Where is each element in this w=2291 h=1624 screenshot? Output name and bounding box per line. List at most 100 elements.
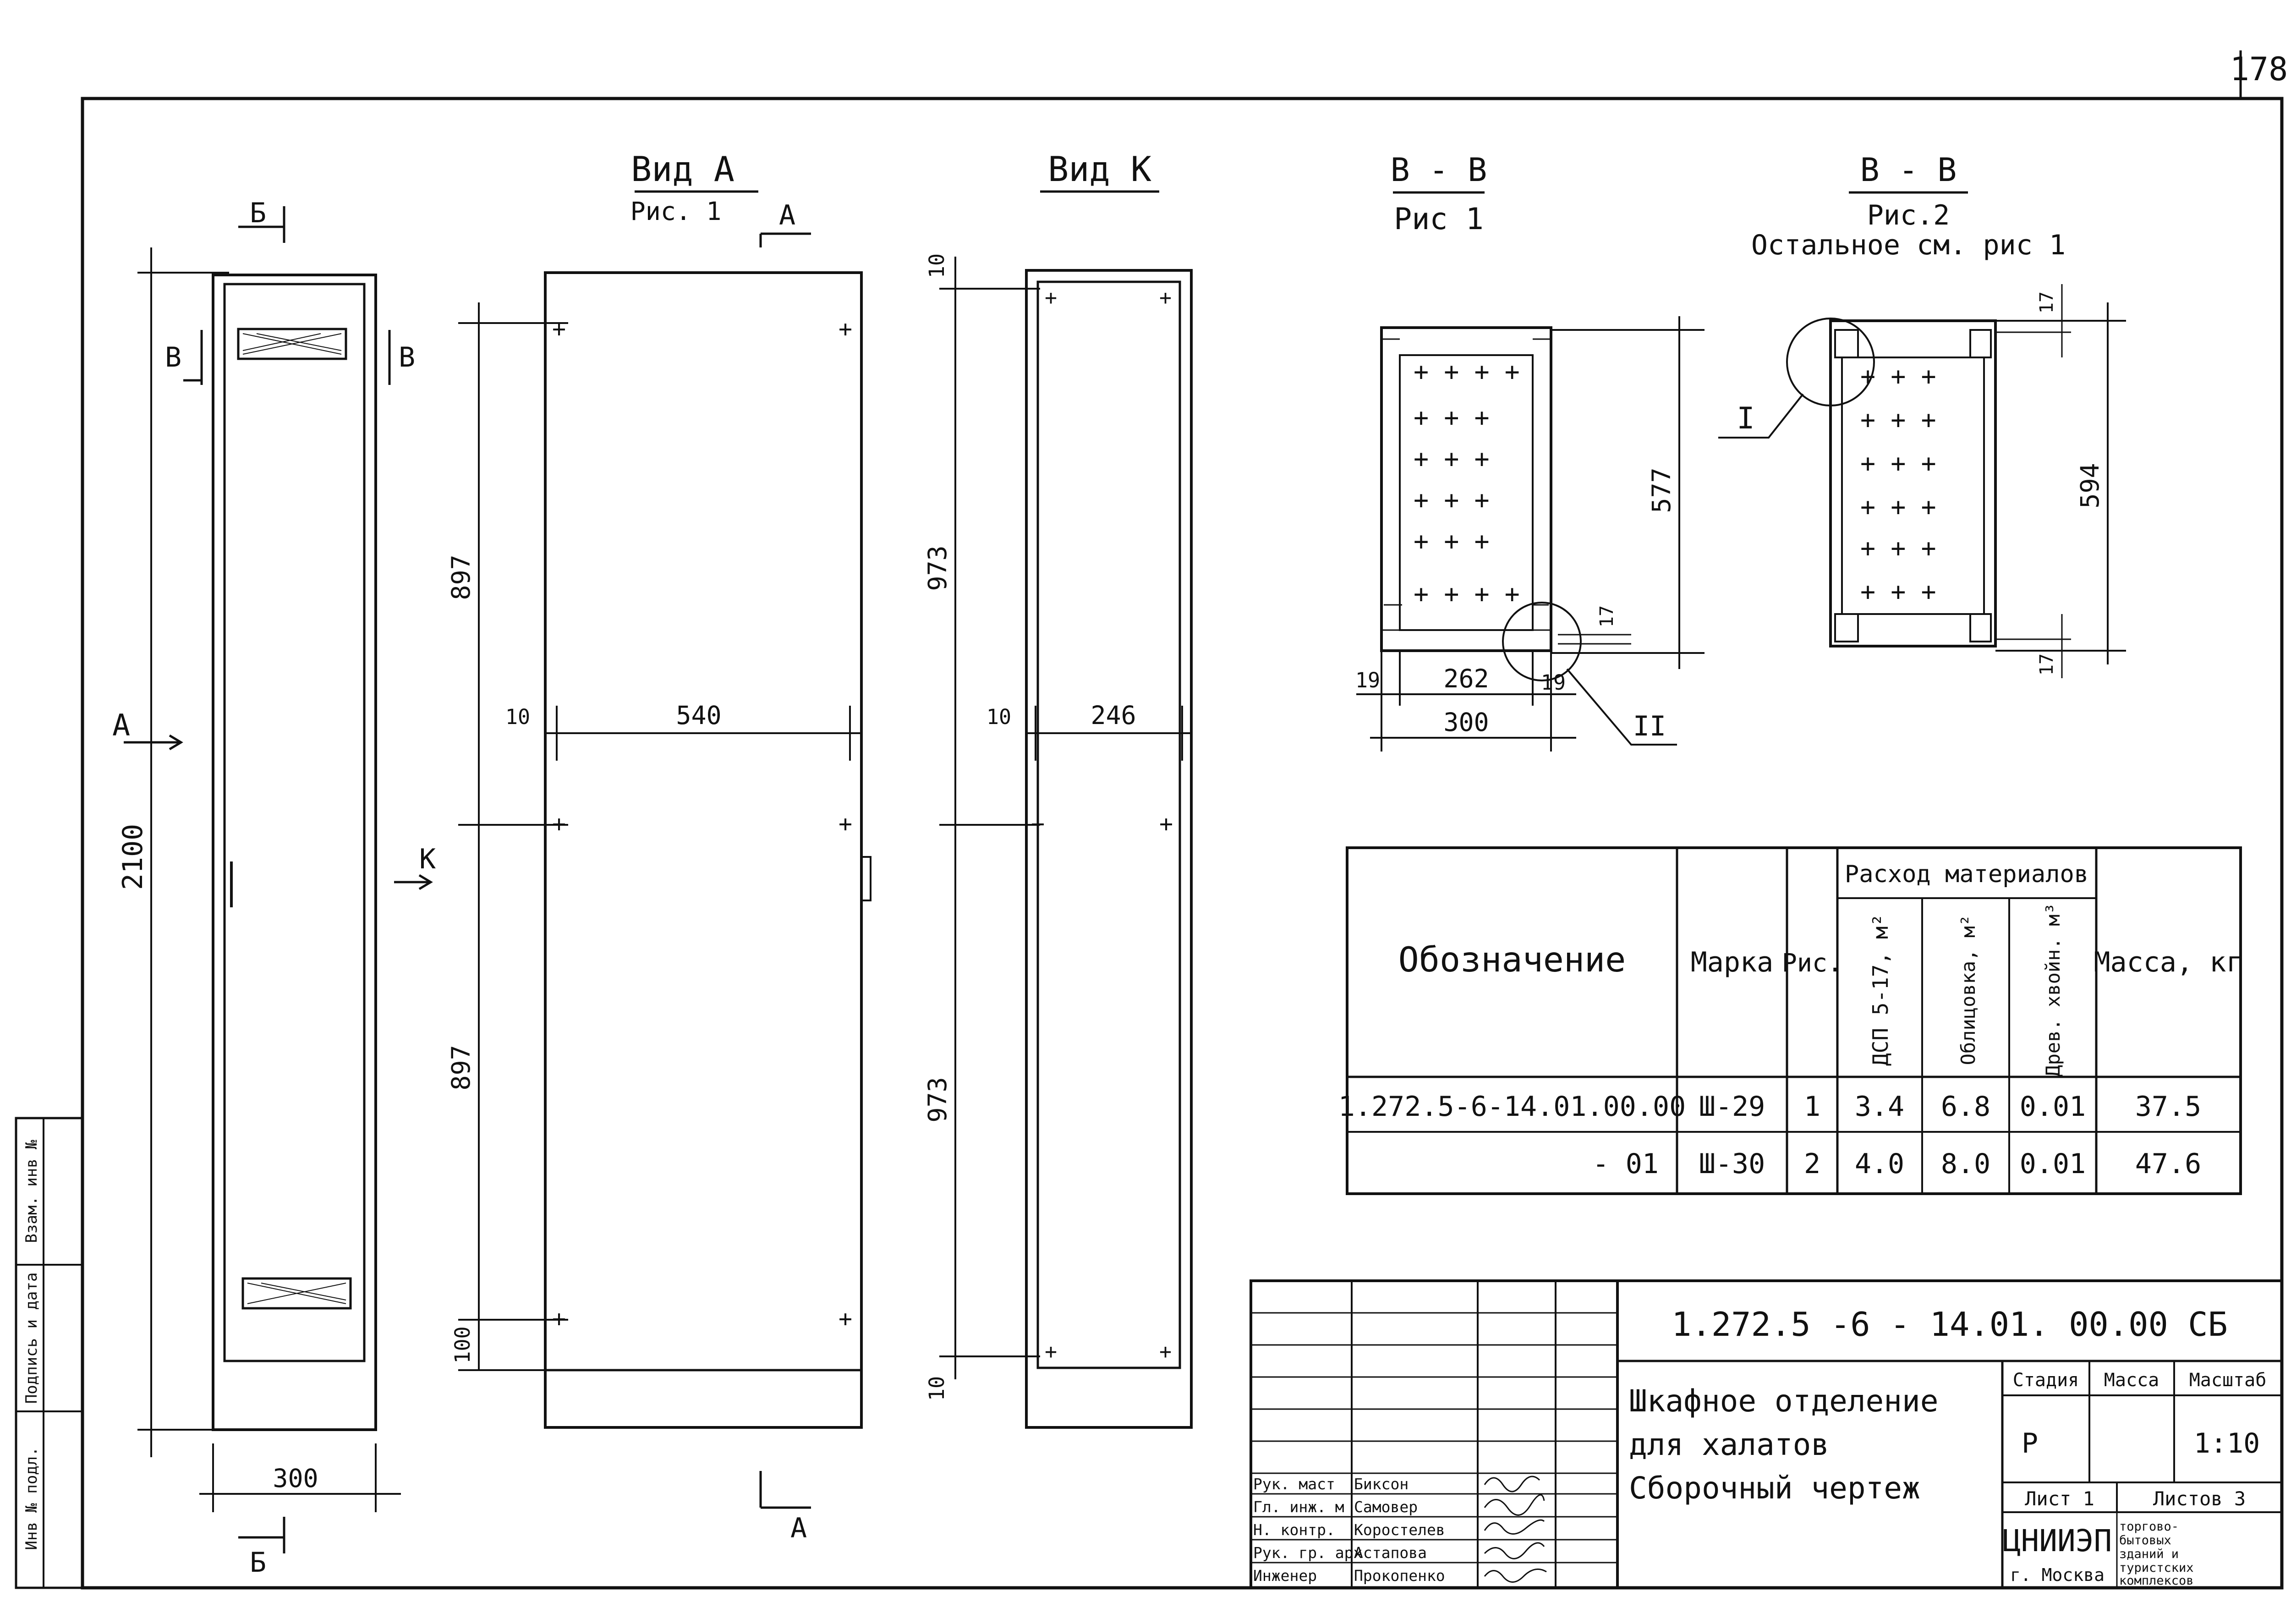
view-a-arrow-bottom-label: А	[790, 1512, 807, 1544]
document-code: 1.272.5 -6 - 14.01. 00.00 СБ	[1672, 1305, 2228, 1344]
svg-text:+ + + +: + + + +	[1414, 357, 1520, 386]
svg-text:+ + + +: + + + +	[1414, 579, 1520, 609]
col-wood: Древ. хвойн. м³	[2042, 903, 2064, 1076]
row2-wood: 0.01	[2020, 1148, 2086, 1180]
row2-dsp: 4.0	[1855, 1148, 1904, 1180]
row2-fig: 2	[1804, 1148, 1820, 1180]
view-a-dim-bottom: 897	[446, 1045, 476, 1090]
scale-label: Масштаб	[2189, 1370, 2267, 1391]
stage-value: Р	[2022, 1427, 2038, 1459]
front-height-dimension: 2100	[117, 824, 149, 890]
section-b-bottom-label: Б	[250, 1547, 266, 1579]
section1-subtitle: Рис 1	[1394, 202, 1484, 236]
row1-wood: 0.01	[2020, 1091, 2086, 1123]
section2-top: 17	[2036, 291, 2057, 313]
title-block: 1.272.5 -6 - 14.01. 00.00 СБ Шкафное отд…	[1250, 1279, 2283, 1589]
svg-text:+: +	[839, 811, 852, 837]
role-5: Инженер	[1253, 1567, 1317, 1585]
sheet-frame	[81, 97, 2284, 1590]
view-k-dim-bottom-gap: 10	[925, 1376, 949, 1401]
view-a-arrow-top-label: А	[779, 199, 795, 231]
view-k-dim-side: 10	[987, 705, 1011, 729]
view-a-dim-base: 100	[450, 1326, 475, 1363]
sheets-label: Листов 3	[2153, 1487, 2246, 1510]
section2-bottom: 17	[2036, 653, 2057, 675]
stage-label: Стадия	[2013, 1370, 2079, 1391]
materials-table: Обозначение Марка Рис. Расход материалов…	[1338, 846, 2243, 1195]
svg-text:+: +	[1045, 285, 1057, 310]
col-dsp: ДСП 5-17, м²	[1868, 914, 1893, 1066]
section2-callout: I	[1737, 401, 1754, 436]
view-a-dim-side: 10	[505, 705, 530, 729]
row2-mark: Ш-30	[1699, 1148, 1765, 1180]
mass-label: Масса	[2104, 1370, 2159, 1391]
svg-text:+: +	[839, 316, 852, 342]
view-a-subtitle: Рис. 1	[630, 197, 722, 226]
role-2: Гл. инж. м	[1253, 1498, 1344, 1516]
stamp-cell-2: Подпись и дата	[22, 1273, 41, 1404]
col-fig: Рис.	[1782, 948, 1842, 977]
svg-text:+ + +: + + +	[1860, 405, 1936, 434]
view-a-dim-width: 540	[676, 701, 721, 730]
svg-text:+: +	[839, 1306, 852, 1332]
row2-designation: - 01	[1593, 1148, 1659, 1180]
col-group: Расход материалов	[1845, 861, 2088, 888]
stamp-cell-3: Взам. инв №	[22, 1140, 41, 1243]
view-k-arrow-label: К	[419, 843, 436, 875]
org-desc-1: торгово-	[2119, 1520, 2179, 1534]
col-facing: Облицовка, м²	[1957, 915, 1979, 1065]
section1-title: В - В	[1391, 151, 1487, 189]
name-2: Самовер	[1354, 1498, 1418, 1516]
svg-text:+: +	[1045, 1339, 1057, 1364]
table-row: 1.272.5-6-14.01.00.00 Ш-29 1 3.4 6.8 0.0…	[1338, 1091, 2202, 1123]
section-view-1: В - В Рис 1 + + + + + + + + + + + + + + …	[1355, 151, 1705, 752]
col-mark: Марка	[1691, 946, 1774, 978]
role-1: Рук. маст	[1253, 1475, 1335, 1493]
section1-depth: 577	[1647, 467, 1676, 513]
section2-subtitle: Рис.2	[1867, 199, 1950, 231]
side-stamp: Инв № подл. Подпись и дата Взам. инв №	[15, 1117, 84, 1589]
svg-text:+ + +: + + +	[1414, 485, 1490, 515]
org-desc-5: комплексов	[2119, 1574, 2194, 1588]
svg-text:+: +	[1159, 811, 1173, 837]
section-view-2: В - В Рис.2 Остальное см. рис 1 + + + + …	[1718, 151, 2126, 678]
svg-text:+: +	[552, 316, 566, 342]
front-view: Б В В Б А 2100 300	[112, 197, 415, 1579]
org-name: ЦНИИЭП	[2003, 1523, 2112, 1558]
section2-note: Остальное см. рис 1	[1751, 229, 2066, 261]
sheet-number: 178	[2230, 50, 2288, 88]
front-width-dimension: 300	[273, 1464, 318, 1493]
section-v-left-label: В	[165, 341, 181, 373]
stamp-cell-1: Инв № подл.	[22, 1447, 41, 1550]
view-a: Вид А Рис. 1 А + + + + + + 897 897 100 5…	[394, 149, 871, 1544]
svg-text:+ + +: + + +	[1860, 533, 1936, 563]
section1-inner: 262	[1443, 664, 1489, 693]
table-row: - 01 Ш-30 2 4.0 8.0 0.01 47.6	[1593, 1148, 2202, 1180]
role-3: Н. контр.	[1253, 1521, 1335, 1539]
signatures	[1484, 1476, 1547, 1583]
section1-outer: 300	[1443, 708, 1489, 737]
section1-right: 19	[1541, 670, 1566, 695]
row1-dsp: 3.4	[1855, 1091, 1904, 1123]
role-4: Рук. гр. арх	[1253, 1544, 1362, 1562]
view-arrow-a-label: А	[112, 708, 130, 743]
section1-left: 19	[1355, 668, 1380, 692]
col-designation: Обозначение	[1398, 939, 1626, 980]
col-mass: Масса, кг	[2094, 946, 2242, 978]
row1-facing: 6.8	[1941, 1091, 1990, 1123]
section-v-right-label: В	[399, 341, 415, 373]
view-k-dim-width: 246	[1091, 701, 1136, 730]
sheet-label: Лист 1	[2025, 1487, 2094, 1510]
drawing-name-line2: для халатов	[1629, 1427, 1829, 1462]
svg-text:+ + +: + + +	[1414, 403, 1490, 432]
row1-mass: 37.5	[2135, 1091, 2202, 1123]
svg-text:+ + +: + + +	[1860, 492, 1936, 521]
row1-mark: Ш-29	[1699, 1091, 1765, 1123]
svg-text:+ + +: + + +	[1414, 444, 1490, 473]
view-a-title: Вид А	[631, 149, 734, 189]
view-k-dim-top: 973	[923, 545, 952, 591]
row2-mass: 47.6	[2135, 1148, 2202, 1180]
svg-text:+: +	[1159, 285, 1172, 310]
drawing-name-line3: Сборочный чертеж	[1629, 1470, 1920, 1506]
